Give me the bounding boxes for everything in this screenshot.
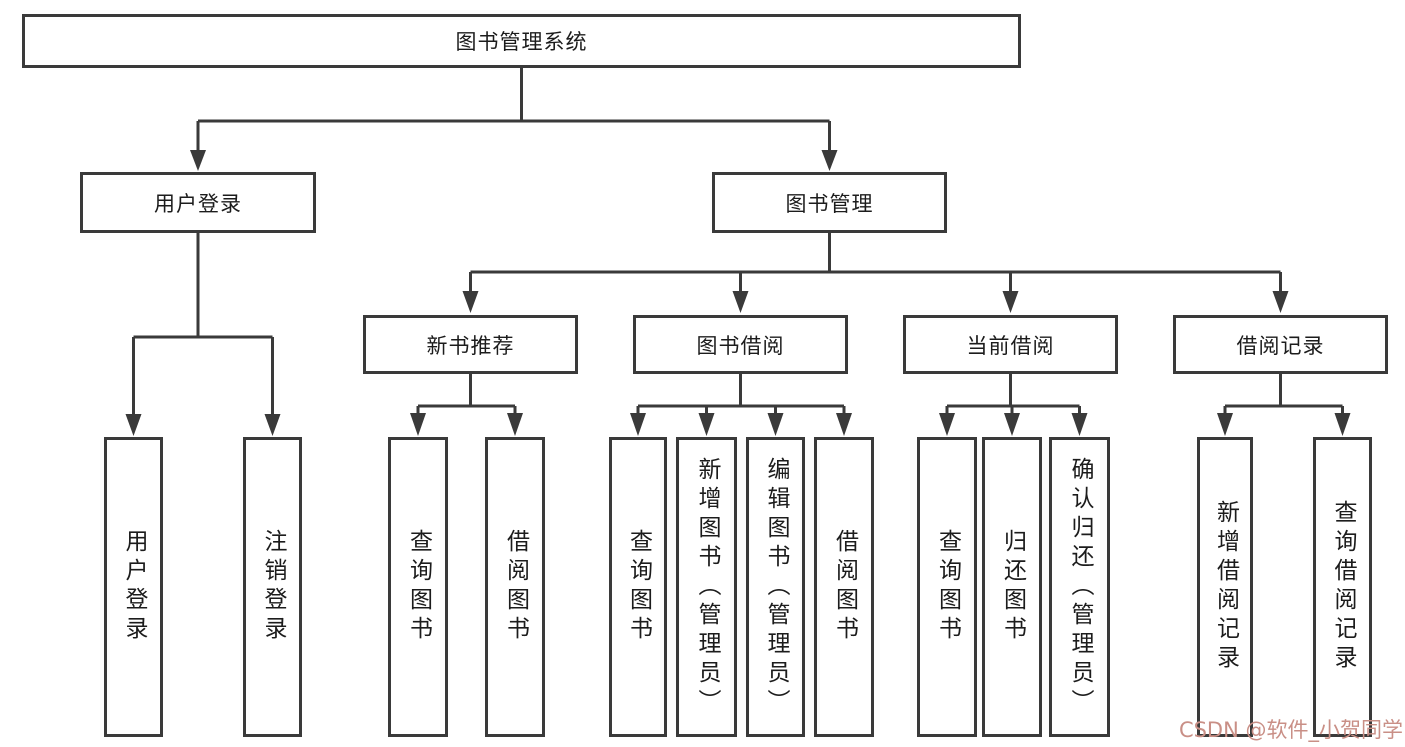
node-book-management: 图书管理: [712, 172, 947, 233]
leaf-label: 查询借阅记录: [1330, 500, 1356, 674]
node-leaf-user-login: 用户登录: [104, 437, 163, 737]
node-new-book-recommend: 新书推荐: [363, 315, 578, 374]
node-leaf-br-query-record: 查询借阅记录: [1313, 437, 1372, 737]
node-leaf-bb-edit-book: 编辑图书（管理员）: [746, 437, 805, 737]
node-leaf-nb-query-book: 查询图书: [388, 437, 448, 737]
node-leaf-cb-query-book: 查询图书: [917, 437, 977, 737]
leaf-label: 查询图书: [625, 529, 652, 645]
node-leaf-cb-return-book: 归还图书: [982, 437, 1042, 737]
leaf-label: 确认归还（管理员）: [1067, 456, 1093, 718]
leaf-label: 注销登录: [260, 529, 286, 645]
connector-current-borrow-children: [939, 374, 1088, 436]
leaf-label: 借阅图书: [831, 529, 858, 645]
node-leaf-bb-query-book: 查询图书: [609, 437, 667, 737]
node-leaf-bb-add-book: 新增图书（管理员）: [676, 437, 737, 737]
node-leaf-nb-borrow-book: 借阅图书: [485, 437, 545, 737]
node-leaf-bb-borrow-book: 借阅图书: [814, 437, 874, 737]
leaf-label: 查询图书: [405, 529, 432, 645]
leaf-label: 查询图书: [934, 529, 961, 645]
csdn-watermark: CSDN @软件_小贺同学: [1178, 718, 1403, 742]
leaf-label: 用户登录: [121, 529, 147, 645]
node-borrow-record: 借阅记录: [1173, 315, 1388, 374]
node-leaf-logout: 注销登录: [243, 437, 302, 737]
leaf-label: 新增借阅记录: [1212, 500, 1239, 674]
leaf-label: 编辑图书（管理员）: [763, 456, 789, 718]
connector-book-borrow-children: [630, 374, 852, 436]
node-root-system: 图书管理系统: [22, 14, 1021, 68]
connector-borrow-record-children: [1217, 374, 1351, 436]
node-book-borrow: 图书借阅: [633, 315, 848, 374]
connector-book-management-to-level2: [462, 233, 1289, 313]
connector-root-to-level1: [190, 68, 838, 171]
connector-user-login-children: [125, 233, 281, 436]
connector-new-book-recommend-children: [410, 374, 523, 436]
leaf-label: 借阅图书: [502, 529, 529, 645]
node-user-login: 用户登录: [80, 172, 316, 233]
leaf-label: 归还图书: [999, 529, 1026, 645]
node-leaf-cb-confirm-return: 确认归还（管理员）: [1049, 437, 1110, 737]
node-leaf-br-add-record: 新增借阅记录: [1197, 437, 1253, 737]
node-current-borrow: 当前借阅: [903, 315, 1118, 374]
leaf-label: 新增图书（管理员）: [694, 456, 720, 718]
